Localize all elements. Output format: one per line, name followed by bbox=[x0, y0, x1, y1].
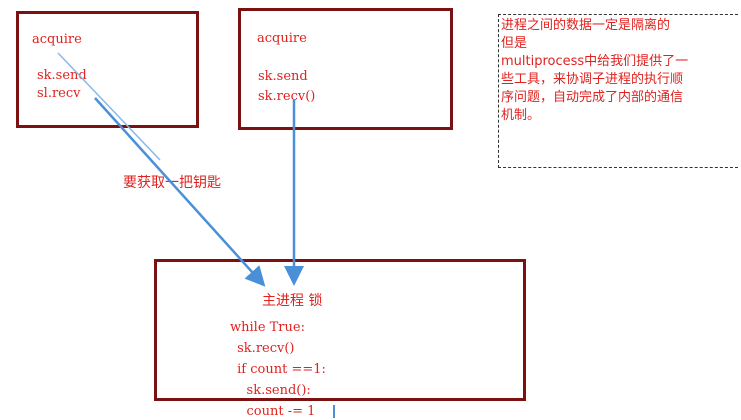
left-box-recv: sl.recv bbox=[37, 86, 81, 101]
note-line-6: 机制。 bbox=[501, 108, 541, 123]
left-box-send: sk.send bbox=[37, 68, 87, 83]
note-line-5: 序问题，自动完成了内部的通信 bbox=[501, 90, 684, 105]
note-box bbox=[498, 14, 738, 168]
thin-arrow-line bbox=[57, 52, 161, 161]
mid-box-acquire: acquire bbox=[257, 31, 307, 46]
note-text: 进程之间的数据一定是隔离的 但是 multiprocess中给我们提供了一 些工… bbox=[501, 17, 737, 125]
main-code-line-2: sk.recv() bbox=[233, 341, 295, 356]
left-to-main-arrow bbox=[94, 97, 266, 287]
note-line-2: 但是 bbox=[501, 36, 528, 51]
middle-process-box bbox=[238, 8, 453, 130]
left-box-acquire: acquire bbox=[32, 32, 82, 47]
main-code-line-4: sk.send(): bbox=[230, 383, 311, 398]
main-process-box bbox=[154, 259, 526, 401]
main-code-line-3: if count ==1: bbox=[233, 362, 326, 377]
note-line-4: 些工具，来协调子进程的执行顺 bbox=[501, 72, 684, 87]
main-code-line-1: while True: bbox=[230, 320, 305, 335]
mid-box-send: sk.send bbox=[258, 69, 308, 84]
note-line-3: multiprocess中给我们提供了一 bbox=[501, 54, 689, 69]
left-process-box bbox=[16, 11, 199, 128]
mid-box-recv: sk.recv() bbox=[258, 89, 316, 104]
note-line-1: 进程之间的数据一定是隔离的 bbox=[501, 18, 671, 33]
main-code-line-5: count -= 1 bbox=[230, 404, 316, 419]
main-box-title: 主进程 锁 bbox=[262, 293, 323, 309]
